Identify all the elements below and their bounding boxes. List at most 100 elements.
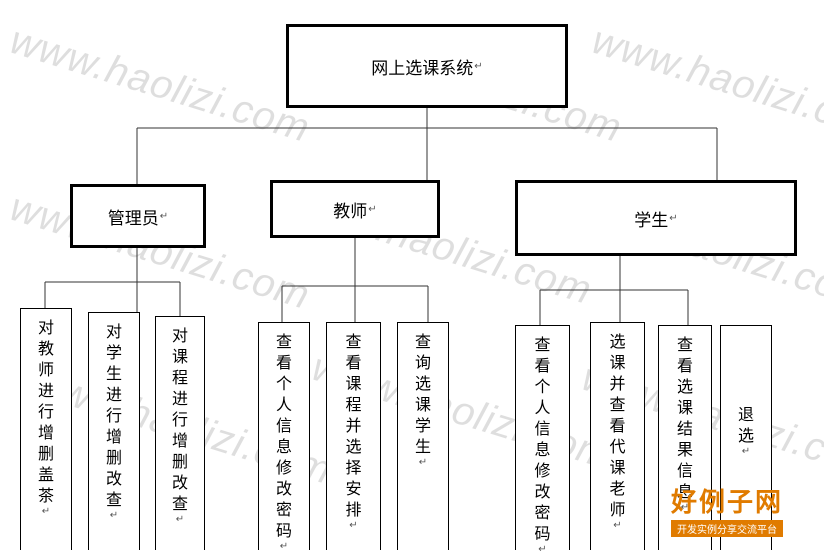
char: 查 [676,335,693,354]
vertical-text: 查看个人信息修改密码↵ [259,323,309,553]
char: 选 [609,332,626,351]
char: 息 [275,437,292,456]
char: 看 [345,353,362,372]
char: 生 [414,437,431,456]
char: 进 [105,385,122,404]
site-logo: 好例子网 开发实例分享交流平台 [652,488,802,537]
char: 信 [676,461,693,480]
char: 课 [171,347,188,366]
teacher-label: 教师 [333,201,368,222]
paragraph-mark: ↵ [538,544,547,555]
char: 选 [676,377,693,396]
vertical-text: 查看个人信息修改密码↵ [516,326,569,556]
vertical-text: 对学生进行增删改查↵ [89,313,139,522]
char: 查 [275,332,292,351]
vertical-text: 退选↵ [721,326,771,458]
char: 看 [275,353,292,372]
char: 教 [37,339,54,358]
char: 老 [609,479,626,498]
paragraph-mark: ↵ [41,506,51,517]
char: 改 [275,479,292,498]
char: 看 [609,416,626,435]
student-child-box: 查看选课结果信息↵ [658,325,712,550]
char: 程 [345,395,362,414]
paragraph-mark: ↵ [669,212,678,224]
char: 删 [37,444,54,463]
teacher-child-box: 查询选课学生↵ [397,322,449,550]
char: 查 [171,494,188,513]
student-child-box: 退选↵ [720,325,772,550]
char: 安 [345,479,362,498]
char: 进 [171,389,188,408]
teacher-node: 教师↵ [270,180,440,238]
char: 择 [345,458,362,477]
char: 课 [345,374,362,393]
char: 个 [275,374,292,393]
char: 增 [37,423,54,442]
paragraph-mark: ↵ [474,60,483,72]
char: 课 [676,398,693,417]
vertical-text: 查看选课结果信息↵ [659,326,711,514]
char: 个 [534,377,551,396]
paragraph-mark: ↵ [680,502,690,513]
char: 密 [534,503,551,522]
char: 选 [345,437,362,456]
char: 代 [609,437,626,456]
admin-label: 管理员 [107,208,159,229]
char: 询 [414,353,431,372]
char: 排 [345,500,362,519]
char: 查 [534,335,551,354]
student-child-box: 选课并查看代课老师↵ [590,322,645,550]
paragraph-mark: ↵ [613,520,622,531]
vertical-text: 查询选课学生↵ [398,323,448,469]
root-node: 网上选课系统↵ [286,24,568,108]
paragraph-mark: ↵ [741,446,751,457]
char: 果 [676,440,693,459]
char: 程 [171,368,188,387]
char: 行 [37,402,54,421]
char: 删 [171,452,188,471]
char: 看 [676,356,693,375]
logo-title: 好例子网 [670,488,783,518]
char: 密 [275,500,292,519]
char: 对 [105,322,122,341]
char: 信 [275,416,292,435]
char: 并 [345,416,362,435]
teacher-child-box: 查看课程并选择安排↵ [326,322,381,550]
logo-subtitle: 开发实例分享交流平台 [671,520,783,537]
char: 生 [105,364,122,383]
vertical-text: 选课并查看代课老师↵ [591,323,644,532]
char: 码 [534,524,551,543]
paragraph-mark: ↵ [418,457,428,468]
char: 选 [737,426,754,445]
char: 信 [534,419,551,438]
student-child-box: 查看个人信息修改密码↵ [515,325,570,555]
char: 进 [37,381,54,400]
char: 增 [105,427,122,446]
char: 增 [171,431,188,450]
char: 结 [676,419,693,438]
vertical-text: 对课程进行增删改查↵ [156,317,204,526]
char: 修 [275,458,292,477]
char: 查 [105,490,122,509]
paragraph-mark: ↵ [368,203,377,215]
char: 并 [609,374,626,393]
char: 师 [37,360,54,379]
paragraph-mark: ↵ [109,510,119,521]
admin-child-box: 对教师进行增删盖茶↵ [20,308,72,550]
char: 课 [414,395,431,414]
admin-child-box: 对学生进行增删改查↵ [88,312,140,550]
char: 查 [345,332,362,351]
char: 行 [105,406,122,425]
char: 学 [105,343,122,362]
teacher-child-box: 查看个人信息修改密码↵ [258,322,310,553]
vertical-text: 查看课程并选择安排↵ [327,323,380,532]
admin-child-box: 对课程进行增删改查↵ [155,316,205,550]
char: 码 [275,521,292,540]
char: 查 [609,395,626,414]
char: 师 [609,500,626,519]
student-node: 学生↵ [515,180,797,256]
char: 改 [534,482,551,501]
paragraph-mark: ↵ [349,520,358,531]
